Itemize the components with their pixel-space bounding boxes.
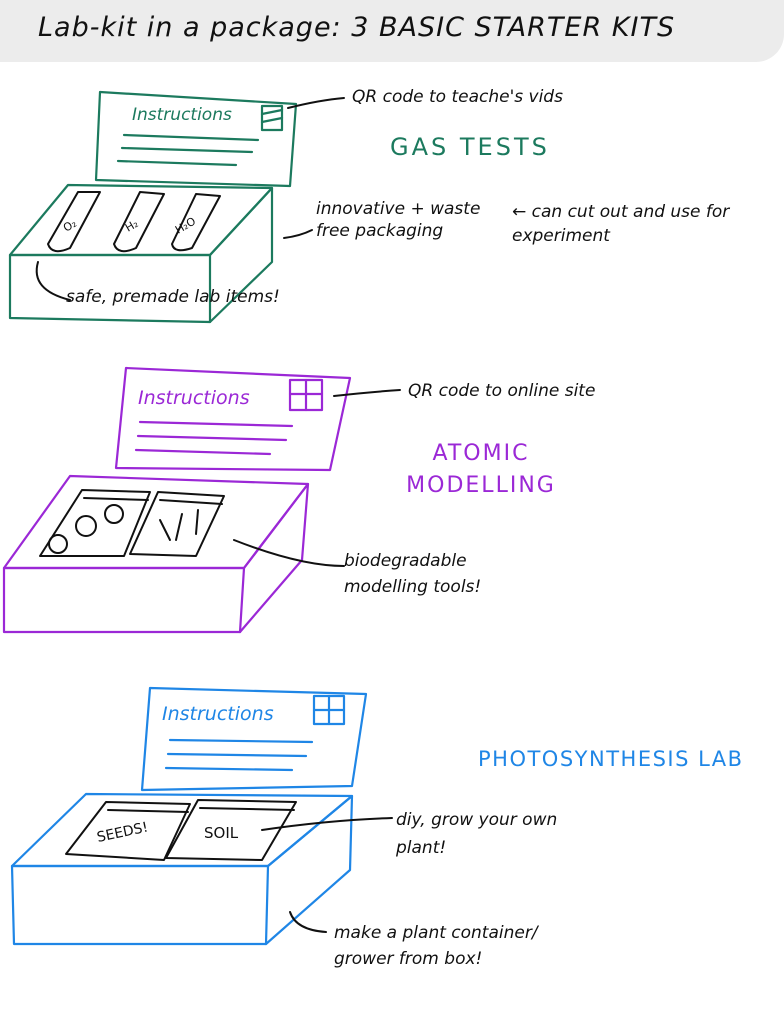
seeds-label: SEEDS! [96,819,150,845]
gas-kit [8,90,298,324]
gas-cutout-note: ← can cut out and use for experiment [512,202,730,246]
soil-bag-icon [165,799,297,861]
photo-kit-name: PHOTOSYNTHESIS LAB [478,747,744,771]
test-tube-icon [171,193,221,252]
gas-qr-note: QR code to teache's vids [352,87,563,107]
tube-label-h2o: H₂O [173,214,198,236]
atomic-kit-name: ATOMIC MODELLING [406,441,556,498]
gas-packaging-note: innovative + waste free packaging [316,199,481,241]
tube-label-h2: H₂ [123,217,140,235]
gas-qr-pointer [287,97,345,109]
gas-box-side [208,186,274,324]
photo-kit [10,686,368,946]
page-title: Lab-kit in a package: 3 BASIC STARTER KI… [38,12,676,43]
ziplock-bag-icon [129,491,225,557]
gas-tubes [47,191,221,253]
atomic-qr-pointer [333,389,401,397]
atomic-kit [2,366,352,634]
seeds-bag-icon [65,801,191,861]
photo-diy-pointer [261,817,393,831]
photo-box-side [264,794,354,946]
ziplock-bag-icon [39,489,151,557]
photo-container-pointer [289,911,327,933]
gas-box-top [8,183,274,257]
atomic-box-front [2,566,246,634]
atomic-tools-pointer [233,539,345,567]
tube-label-o2: O₂ [61,217,79,235]
test-tube-icon [113,191,165,253]
photo-diy-note: diy, grow your own plant! [396,810,558,858]
gas-items-pointer [35,261,71,301]
soil-label: SOIL [204,824,239,842]
title-banner: Lab-kit in a package: 3 BASIC STARTER KI… [0,0,784,62]
atomic-box-side [238,482,310,634]
photo-box-front [10,864,270,946]
photo-lid [140,686,368,792]
gas-items-note: safe, premade lab items! [66,287,280,307]
gas-lid-label: Instructions [132,105,232,125]
atomic-bags [39,489,225,557]
photo-container-note: make a plant container/ grower from box! [334,923,538,969]
photo-lid-label: Instructions [162,703,274,725]
gas-packaging-pointer [283,229,313,239]
gas-lid [94,90,298,188]
gas-kit-name: GAS TESTS [390,133,550,161]
test-tube-icon [47,191,101,253]
photo-bags [65,799,297,861]
atomic-lid-label: Instructions [138,387,250,409]
atomic-qr-note: QR code to online site [408,381,595,401]
atomic-tools-note: biodegradable modelling tools! [344,551,482,597]
atomic-lid [114,366,352,472]
